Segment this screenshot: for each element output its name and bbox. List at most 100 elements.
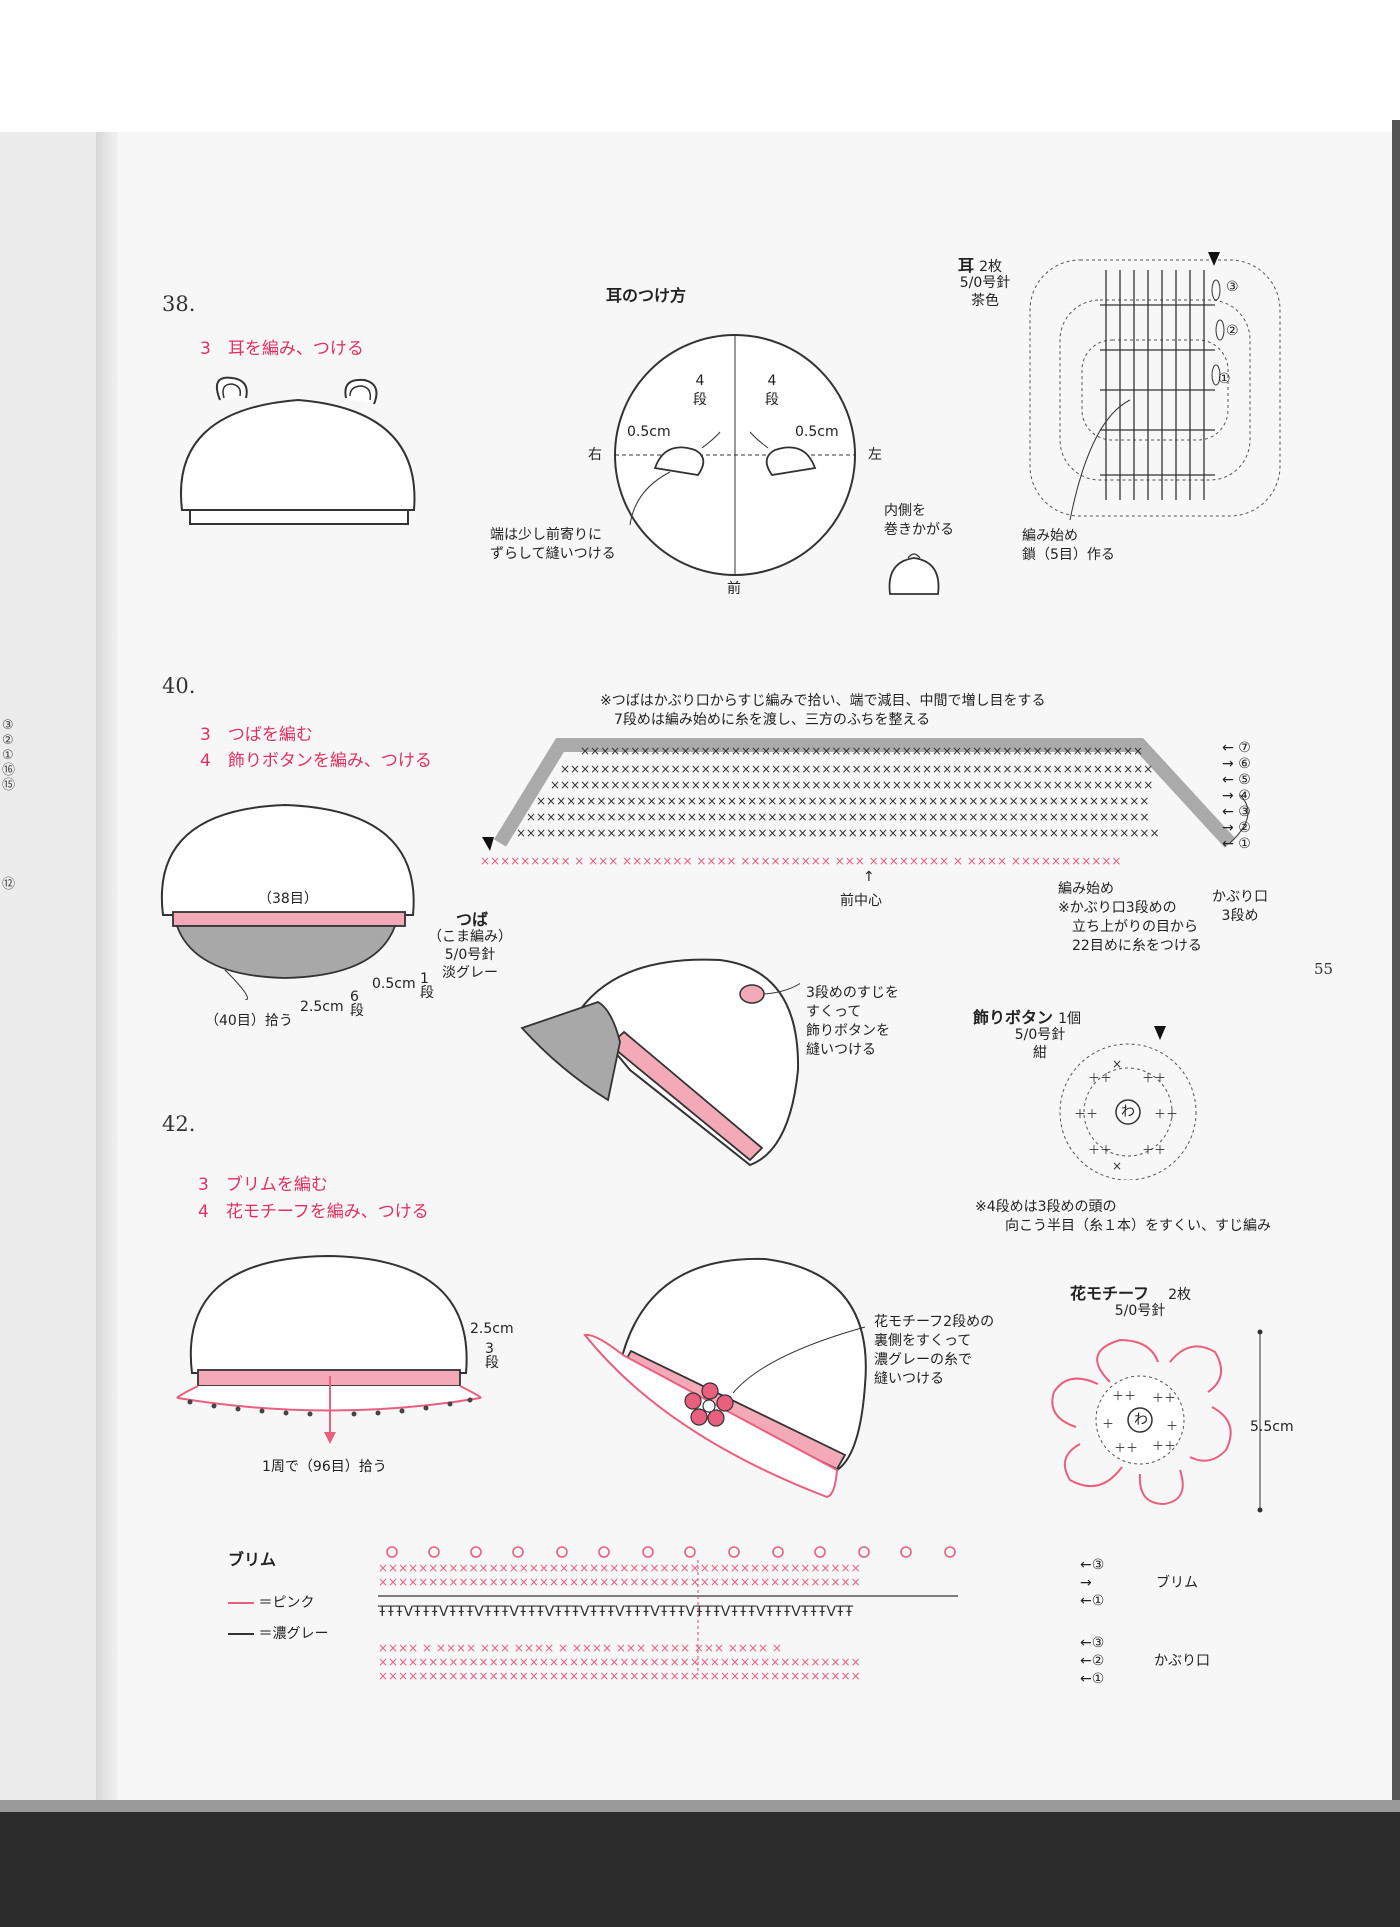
svg-text:＋＋: ＋＋: [1142, 1143, 1166, 1157]
rows-label-right: 4段: [765, 373, 779, 408]
label-right: 右: [588, 447, 602, 463]
brim-row: ③: [1091, 1557, 1105, 1573]
front-center-label: 前中心: [840, 893, 882, 909]
visor-row: ⑦: [1238, 740, 1251, 756]
svg-text:＋＋: ＋＋: [1154, 1107, 1178, 1121]
scan-background: [0, 1812, 1400, 1927]
ear-hook: 5/0号針: [959, 275, 1011, 291]
brim-chart-title: ブリム: [228, 1550, 277, 1569]
brim-row: ①: [1091, 1593, 1105, 1609]
svg-text:ŦŦŦVŦŦŦVŦŦŦVŦŦŦVŦŦŦVŦŦŦVŦŦŦVŦŦ: ŦŦŦVŦŦŦVŦŦŦVŦŦŦVŦŦŦVŦŦŦVŦŦŦVŦŦŦVŦŦŦVŦŦŦV…: [378, 1604, 854, 1620]
kaburi-row: ③: [1091, 1635, 1105, 1651]
svg-text:××××××××××××××××××××××××××××××: ××××××××××××××××××××××××××××××××××××××××…: [378, 1655, 861, 1669]
ear-attach-title: 耳のつけ方: [606, 286, 687, 305]
ear-spec: 耳 2枚: [958, 252, 1002, 277]
step-flower: 4 花モチーフを編み、つける: [198, 1202, 429, 1222]
visor-row: ⑤: [1238, 772, 1251, 788]
note-line: 巻きかがる: [884, 522, 954, 538]
step-visor: 3 つばを編む: [200, 725, 313, 745]
visor-front-arrow: ↑: [863, 869, 875, 885]
svg-text:××××××××××××××××××××××××××××××: ××××××××××××××××××××××××××××××××××××××××…: [536, 794, 1149, 808]
ear-title: 耳: [958, 256, 975, 275]
button-title: 飾りボタン: [973, 1008, 1054, 1027]
visor-row: ④: [1238, 788, 1251, 804]
button-hook: 5/0号針: [1014, 1027, 1066, 1043]
legend-pink: ＝ピンク: [228, 1594, 314, 1613]
note-line: 7段めは編み始めに糸を渡し、三方のふちを整える: [614, 712, 931, 728]
kaburi-row: ②: [1091, 1653, 1105, 1669]
legend-grey: ＝濃グレー: [228, 1625, 328, 1644]
button-stitch-chart: ＋＋＋＋ ＋＋＋＋ ＋＋＋＋ ××: [1059, 1026, 1197, 1180]
page-gutter: [96, 132, 118, 1812]
visor-row: ①: [1238, 836, 1251, 852]
svg-text:＋＋: ＋＋: [1112, 1389, 1136, 1403]
visor-row-numbers: ← ⑦ → ⑥ ← ⑤ → ④ ← ③ → ② ← ①: [1222, 740, 1251, 852]
stitch-count-38: （38目）: [258, 891, 318, 907]
section-number-40: 40.: [162, 674, 196, 698]
offset-label-left: 0.5cm: [627, 424, 671, 440]
ear-stitch-chart: [1029, 252, 1281, 521]
svg-text:＋＋: ＋＋: [1152, 1439, 1176, 1453]
note-line: 飾りボタンを: [806, 1023, 890, 1039]
visor-hook: 5/0号針: [444, 947, 496, 963]
brim-3rows: 3段: [485, 1341, 499, 1371]
offset-label-right: 0.5cm: [795, 424, 839, 440]
svg-text:＋＋: ＋＋: [1088, 1143, 1112, 1157]
visor-note: ※つばはかぶり口からすじ編みで拾い、端で減目、中間で増し目をする 7段めは編み始…: [600, 692, 1045, 730]
legend-pink-swatch: [228, 1602, 254, 1604]
label-left: 左: [868, 447, 882, 463]
legend-grey-label: ＝濃グレー: [258, 1626, 329, 1642]
note-line: 縫いつける: [806, 1042, 876, 1058]
visor-6rows: 6段: [350, 989, 364, 1019]
brim-label: ブリム: [1156, 1575, 1198, 1591]
note-line: ※つばはかぶり口からすじ編みで拾い、端で減目、中間で増し目をする: [600, 693, 1046, 709]
brim-25cm: 2.5cm: [470, 1321, 514, 1337]
note-line: すくって: [806, 1004, 862, 1020]
stitch-count-40: （40目）拾う: [205, 1013, 293, 1029]
kaburi-row: ①: [1091, 1671, 1105, 1687]
flower-attach-note: 花モチーフ2段めの 裏側をすくって 濃グレーの糸で 縫いつける: [874, 1313, 994, 1389]
svg-text:××××××××××××××××××××××××××××××: ××××××××××××××××××××××××××××××××××××××××…: [516, 826, 1160, 840]
flower-title: 花モチーフ: [1070, 1284, 1150, 1303]
visor-title: つば: [456, 910, 489, 929]
svg-text:××××××××××××××××××××××××××××××: ××××××××××××××××××××××××××××××××××××××××…: [378, 1575, 861, 1589]
note-line: 濃グレーの糸で: [874, 1352, 972, 1368]
mark: ⑮: [2, 778, 16, 793]
svg-text:××××××××××××××××××××××××××××××: ××××××××××××××××××××××××××××××××××××××××…: [526, 810, 1149, 824]
note-line: ※4段めは3段めの頭の: [975, 1199, 1117, 1215]
brim-pick-count: 1周で（96目）拾う: [262, 1459, 387, 1475]
visor-1row: 1段: [420, 971, 434, 1001]
ear-color: 茶色: [971, 293, 999, 309]
section-number-42: 42.: [162, 1112, 196, 1136]
flower-spec: 花モチーフ 2枚: [1070, 1280, 1191, 1305]
note-line: 内側を: [884, 503, 926, 519]
visor-row: ⑥: [1238, 756, 1251, 772]
kaburi-3-label: かぶり口 3段め: [1212, 888, 1268, 926]
kaburi-row-numbers: ←③ ←② ←①: [1080, 1635, 1105, 1687]
ear-row-3: ③: [1226, 279, 1239, 295]
svg-text:××××××××××××××××××××××××××××××: ××××××××××××××××××××××××××××××××××××××××…: [560, 762, 1153, 776]
flower-stitch-chart: ＋＋＋＋ ＋＋ ＋＋＋＋: [1051, 1329, 1263, 1513]
ear-row-1: ①: [1218, 371, 1231, 387]
note-line: 編み始め: [1022, 528, 1078, 544]
section-number-38: 38.: [162, 292, 196, 316]
step-button: 4 飾りボタンを編み、つける: [200, 751, 432, 771]
ear-row-2: ②: [1226, 323, 1239, 339]
svg-text:×: ×: [1112, 1057, 1122, 1071]
ear-count: 2枚: [979, 259, 1003, 275]
mark: ①: [2, 748, 14, 763]
visor-start-note: 編み始め ※かぶり口3段めの 立ち上がりの目から 22目めに糸をつける: [1058, 880, 1202, 956]
svg-text:××××××××××××××××××××××××××××××: ××××××××××××××××××××××××××××××××××××××××…: [378, 1561, 861, 1575]
svg-text:＋: ＋: [1166, 1419, 1178, 1433]
button-color: 紺: [1033, 1045, 1047, 1061]
kaburi-label: かぶり口: [1154, 1653, 1210, 1669]
visor-color: 淡グレー: [442, 965, 498, 981]
legend-pink-label: ＝ピンク: [258, 1595, 315, 1611]
note-line: 向こう半目（糸１本）をすくい、すじ編み: [1005, 1218, 1271, 1234]
rows-label-left: 4段: [693, 373, 707, 408]
svg-text:＋＋: ＋＋: [1114, 1441, 1138, 1455]
note-line: 3段めのすじを: [806, 985, 899, 1001]
button-row4-note: ※4段めは3段めの頭の 向こう半目（糸１本）をすくい、すじ編み: [975, 1198, 1271, 1236]
visor-stitch: （こま編み）: [428, 929, 512, 945]
step-ear: 3 耳を編み、つける: [200, 339, 364, 359]
